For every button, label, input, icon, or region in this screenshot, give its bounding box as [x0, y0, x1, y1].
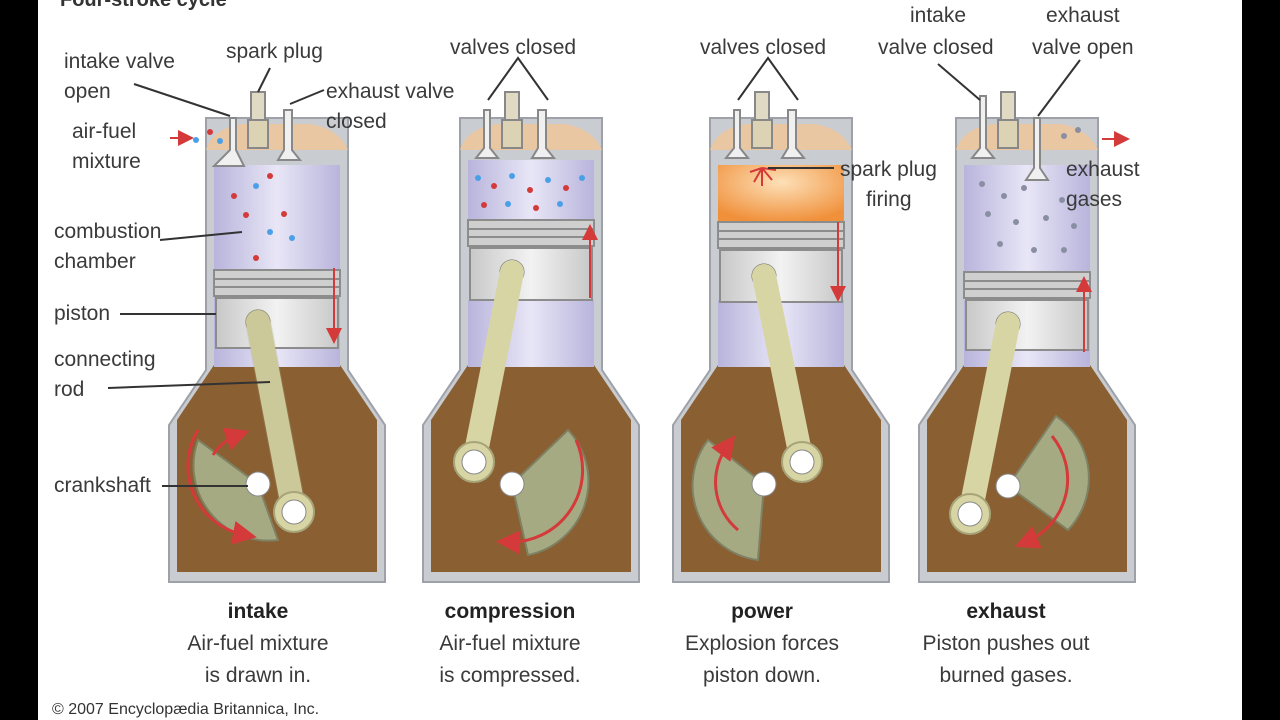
caption-compression: compression Air-fuel mixture is compress…	[439, 600, 580, 687]
exhaust-particles	[979, 127, 1081, 253]
caption-intake: intake Air-fuel mixture is drawn in.	[187, 600, 328, 687]
connecting-rod	[752, 264, 814, 474]
rotation-arrow	[1014, 435, 1070, 549]
crankshaft-main	[499, 471, 525, 497]
valves-closed-pointer	[737, 56, 799, 101]
label-valves-closed-compression: valves closed	[450, 36, 576, 59]
engine-intake	[168, 91, 386, 583]
intake-closed-pointer	[937, 63, 981, 101]
crankshaft-main	[995, 473, 1021, 499]
intake-valve	[969, 95, 997, 159]
cylinder-head	[460, 124, 602, 150]
label-exhaust-gases: exhaust gases	[1066, 158, 1145, 211]
intake-valve	[723, 109, 751, 159]
exhaust-valve	[780, 109, 807, 159]
stroke-desc-line: Explosion forces	[685, 632, 839, 655]
cylinder-head	[710, 124, 852, 150]
stroke-desc-line: piston down.	[703, 664, 821, 687]
stroke-desc-line: Air-fuel mixture	[439, 632, 580, 655]
label-crankshaft: crankshaft	[54, 474, 151, 497]
label-exhaust-valve-closed: exhaust valve closed	[326, 80, 460, 133]
label-valves-closed-power: valves closed	[700, 36, 826, 59]
stroke-desc-line: is compressed.	[439, 664, 580, 687]
engine-exhaust	[918, 59, 1136, 583]
stroke-title: compression	[445, 600, 576, 623]
engine-compression	[422, 56, 640, 583]
piston	[469, 247, 593, 301]
caption-exhaust: exhaust Piston pushes out burned gases.	[923, 600, 1090, 687]
stroke-desc-line: Piston pushes out	[923, 632, 1090, 655]
label-connecting-rod: connecting rod	[54, 348, 161, 401]
engine-power	[672, 56, 890, 583]
label-spark-plug: spark plug	[226, 40, 323, 63]
exhaust-valve	[530, 109, 557, 159]
crank-web	[1006, 414, 1090, 532]
four-stroke-diagram: Four-stroke cycle	[52, 0, 1145, 718]
intake-valve	[473, 109, 501, 159]
piston-rings	[467, 219, 595, 247]
combustion-chamber	[964, 165, 1090, 273]
diagram-stage: Four-stroke cycle	[38, 0, 1242, 720]
connecting-rod	[246, 310, 306, 524]
cylinder-head	[956, 124, 1098, 150]
connecting-rod	[958, 312, 1020, 526]
caption-power: power Explosion forces piston down.	[685, 600, 839, 687]
label-spark-plug-firing: spark plug firing	[840, 158, 943, 211]
left-letterbox	[0, 0, 38, 720]
spark-burst-icon	[749, 167, 777, 186]
label-intake-valve-open: intake valve open	[64, 50, 181, 103]
crankshaft-main	[751, 471, 777, 497]
rotation-arrow	[496, 439, 585, 555]
stroke-desc-line: Air-fuel mixture	[187, 632, 328, 655]
connecting-rod	[462, 260, 524, 474]
crankshaft-main	[245, 471, 271, 497]
fuel-particles	[475, 173, 585, 211]
piston	[719, 249, 843, 303]
exhaust-open-pointer	[1037, 59, 1081, 117]
piston-rings	[717, 221, 845, 249]
piston	[215, 297, 339, 349]
label-combustion-chamber: combustion chamber	[54, 220, 167, 273]
crank-web	[192, 438, 280, 542]
valves-closed-pointer	[487, 56, 549, 101]
piston-rings	[213, 269, 341, 297]
crank-web	[691, 438, 766, 562]
stroke-desc-line: is drawn in.	[205, 664, 311, 687]
label-exhaust-valve-open: exhaust valve open	[1032, 4, 1134, 59]
diagram-heading: Four-stroke cycle	[60, 0, 227, 11]
rotation-arrow	[186, 429, 257, 545]
fuel-particles	[193, 129, 295, 261]
copyright-notice: © 2007 Encyclopædia Britannica, Inc.	[52, 701, 319, 718]
right-letterbox	[1242, 0, 1280, 720]
stroke-title: exhaust	[966, 600, 1045, 623]
label-intake-valve-closed: intake valve closed	[878, 4, 994, 59]
exhaust-valve	[1024, 117, 1050, 181]
cylinder-head	[206, 124, 348, 150]
combustion-chamber	[214, 165, 340, 275]
leader-lines	[107, 67, 325, 487]
intake-valve	[211, 117, 246, 167]
piston-rings	[963, 271, 1091, 299]
stroke-desc-line: burned gases.	[939, 664, 1072, 687]
rotation-arrow	[711, 435, 739, 532]
label-air-fuel-mixture: air-fuel mixture	[72, 120, 142, 173]
label-piston: piston	[54, 302, 110, 325]
stroke-title: power	[731, 600, 793, 623]
piston	[965, 299, 1089, 351]
exhaust-valve	[276, 109, 303, 161]
stroke-title: intake	[228, 600, 289, 623]
combustion-chamber	[718, 165, 844, 223]
